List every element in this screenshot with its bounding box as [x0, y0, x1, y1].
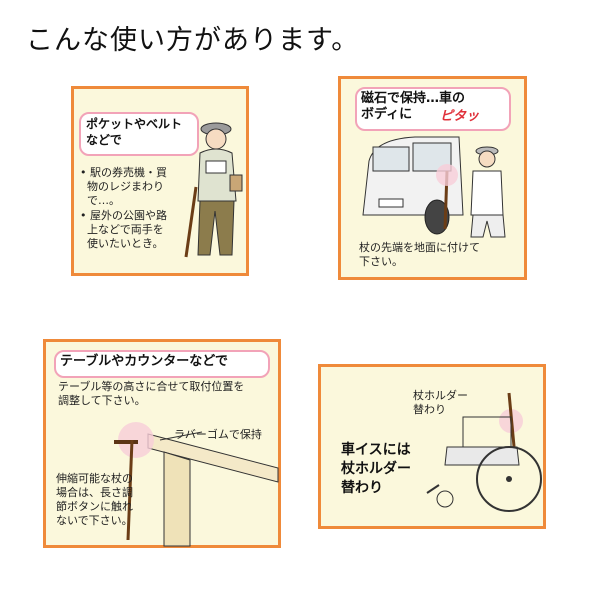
panel-wheelchair: 杖ホルダー 替わり 車イスには 杖ホルダー 替わり	[318, 364, 546, 529]
page-heading: こんな使い方があります。	[26, 25, 360, 56]
bullet-outdoor: • 屋外の公園や路 上などで両手を 使いたいとき。	[80, 209, 167, 250]
sfx-pita: ピタッ	[440, 109, 480, 124]
car-and-man-illustration	[362, 136, 506, 238]
adjust-description: テーブル等の高さに合せて取付位置を 調整して下さい。	[58, 380, 245, 407]
instruction-note: 杖の先端を地面に付けて 下さい。	[359, 241, 480, 268]
panel-table-counter: テーブルやカウンターなどで テーブル等の高さに合せて取付位置を 調整して下さい。…	[43, 339, 281, 548]
title-bubble	[355, 87, 511, 131]
table-cane-illustration	[114, 422, 279, 547]
title-bubble	[79, 112, 199, 156]
panel-title: 磁石で保持…車の ボディに	[361, 91, 466, 122]
rubber-label: ラバーゴムで保持	[174, 428, 262, 441]
wheelchair-illustration	[426, 392, 542, 512]
title-bubble	[54, 350, 270, 378]
holder-label: 杖ホルダー 替わり	[413, 389, 468, 416]
panel-pocket-belt: ポケットやベルト などで • 駅の券売機・買 物のレジまわり で…。 • 屋外の…	[71, 86, 249, 276]
bullet-ticket-machine: • 駅の券売機・買 物のレジまわり で…。	[80, 166, 167, 207]
panel-title: テーブルやカウンターなどで	[60, 354, 228, 369]
telescopic-warning: 伸縮可能な杖の 場合は、長さ調 節ボタンに触れ ないで下さい。	[56, 472, 133, 527]
man-reading-illustration	[184, 122, 243, 258]
panel-title: ポケットやベルト などで	[86, 117, 183, 147]
panel-title: 車イスには 杖ホルダー 替わり	[341, 442, 411, 496]
panel-magnet-car: 磁石で保持…車の ボディに ピタッ 杖の先端を地面に付けて 下さい。	[338, 76, 527, 280]
